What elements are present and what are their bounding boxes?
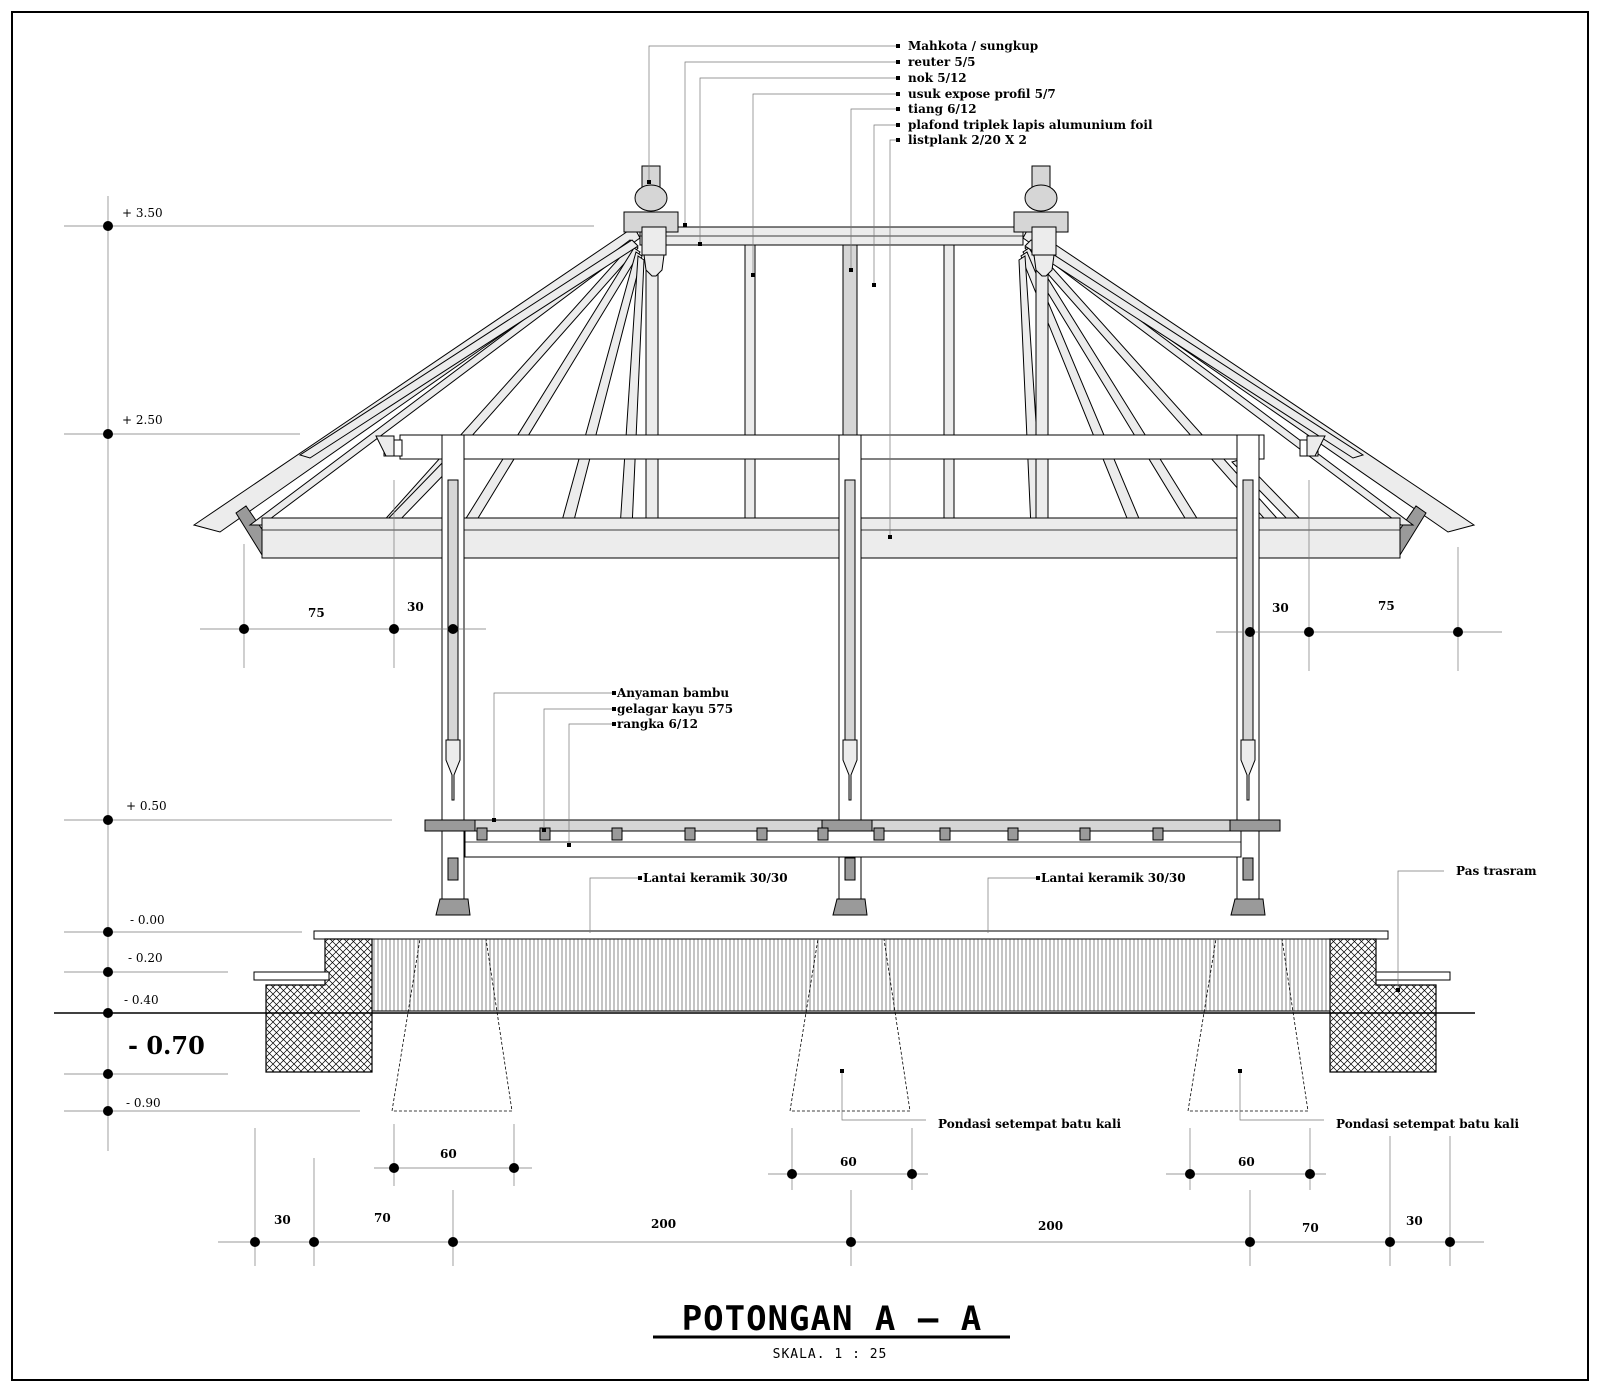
dim-footing-left: 60: [440, 1147, 457, 1161]
elev-070: - 0.70: [128, 1031, 205, 1060]
footing-dimensions: [374, 1124, 1326, 1190]
floor-leader-dots: [492, 691, 616, 847]
tile-leader-left-dot: [638, 876, 642, 880]
label-foundation-right: Pondasi setempat batu kali: [1336, 1117, 1520, 1131]
bottom-dimensions: [218, 1128, 1484, 1266]
label-tiang: tiang 6/12: [908, 102, 977, 116]
dim-bottom-5: 70: [1302, 1221, 1319, 1235]
rafters-right: [1018, 239, 1415, 529]
foundation-leader-mid-dot: [840, 1069, 844, 1073]
foundation: [54, 930, 1475, 1112]
drawing-scale: SKALA. 1 : 25: [773, 1347, 888, 1362]
elevation-ruler: [64, 196, 594, 1151]
label-trasram: Pas trasram: [1456, 864, 1537, 878]
foundation-leader-right: [1239, 1071, 1324, 1121]
trasram-leader: [1397, 870, 1444, 990]
roof-leader-dots: [647, 44, 900, 539]
elev-250: + 2.50: [122, 413, 163, 427]
elev-350: + 3.50: [122, 206, 163, 220]
dim-footing-mid: 60: [840, 1155, 857, 1169]
elev-040: - 0.40: [124, 993, 159, 1007]
tile-leader-right-dot: [1036, 876, 1040, 880]
elev-020: - 0.20: [128, 951, 163, 965]
label-gelagar: gelagar kayu 575: [617, 702, 733, 716]
foundation-leader-mid: [841, 1071, 926, 1121]
dim-bottom-3: 200: [651, 1217, 676, 1231]
dim-bottom-6: 30: [1406, 1214, 1423, 1228]
label-nok: nok 5/12: [908, 71, 967, 85]
roof: [192, 165, 1476, 559]
dim-right-offset: 30: [1272, 601, 1289, 615]
dim-right-overhang: 75: [1378, 599, 1395, 613]
elev-090: - 0.90: [126, 1096, 161, 1110]
label-usuk: usuk expose profil 5/7: [908, 87, 1056, 101]
dim-left-offset: 30: [407, 600, 424, 614]
label-mahkota: Mahkota / sungkup: [908, 39, 1038, 53]
elev-050: + 0.50: [126, 799, 167, 813]
floor-leaders: [493, 692, 614, 845]
foundation-leader-right-dot: [1238, 1069, 1242, 1073]
label-foundation-mid: Pondasi setempat batu kali: [938, 1117, 1122, 1131]
tile-leader-right: [987, 877, 1038, 933]
dim-left-overhang: 75: [308, 606, 325, 620]
crown-left: [623, 165, 679, 277]
drawing-border: [11, 11, 1589, 1381]
trasram-leader-dot: [1396, 988, 1400, 992]
label-plafond: plafond triplek lapis alumunium foil: [908, 118, 1153, 132]
drawing-title: POTONGAN A – A: [682, 1299, 983, 1339]
tile-leader-left: [589, 877, 640, 933]
columns: [424, 434, 1281, 916]
elev-000: - 0.00: [130, 913, 165, 927]
dim-footing-right: 60: [1238, 1155, 1255, 1169]
label-reuter: reuter 5/5: [908, 55, 975, 69]
label-rangka: rangka 6/12: [617, 717, 698, 731]
label-listplank: listplank 2/20 X 2: [908, 133, 1027, 147]
crown-right: [1013, 165, 1069, 277]
eave-dimensions: [200, 480, 1502, 671]
floor-joists: [476, 827, 1164, 841]
label-tile-left: Lantai keramik 30/30: [643, 871, 788, 885]
label-anyaman-bambu: Anyaman bambu: [616, 686, 729, 700]
roof-leaders: [648, 45, 898, 537]
dim-bottom-4: 200: [1038, 1219, 1063, 1233]
dim-bottom-1: 30: [274, 1213, 291, 1227]
label-tile-right: Lantai keramik 30/30: [1041, 871, 1186, 885]
dim-bottom-2: 70: [374, 1211, 391, 1225]
